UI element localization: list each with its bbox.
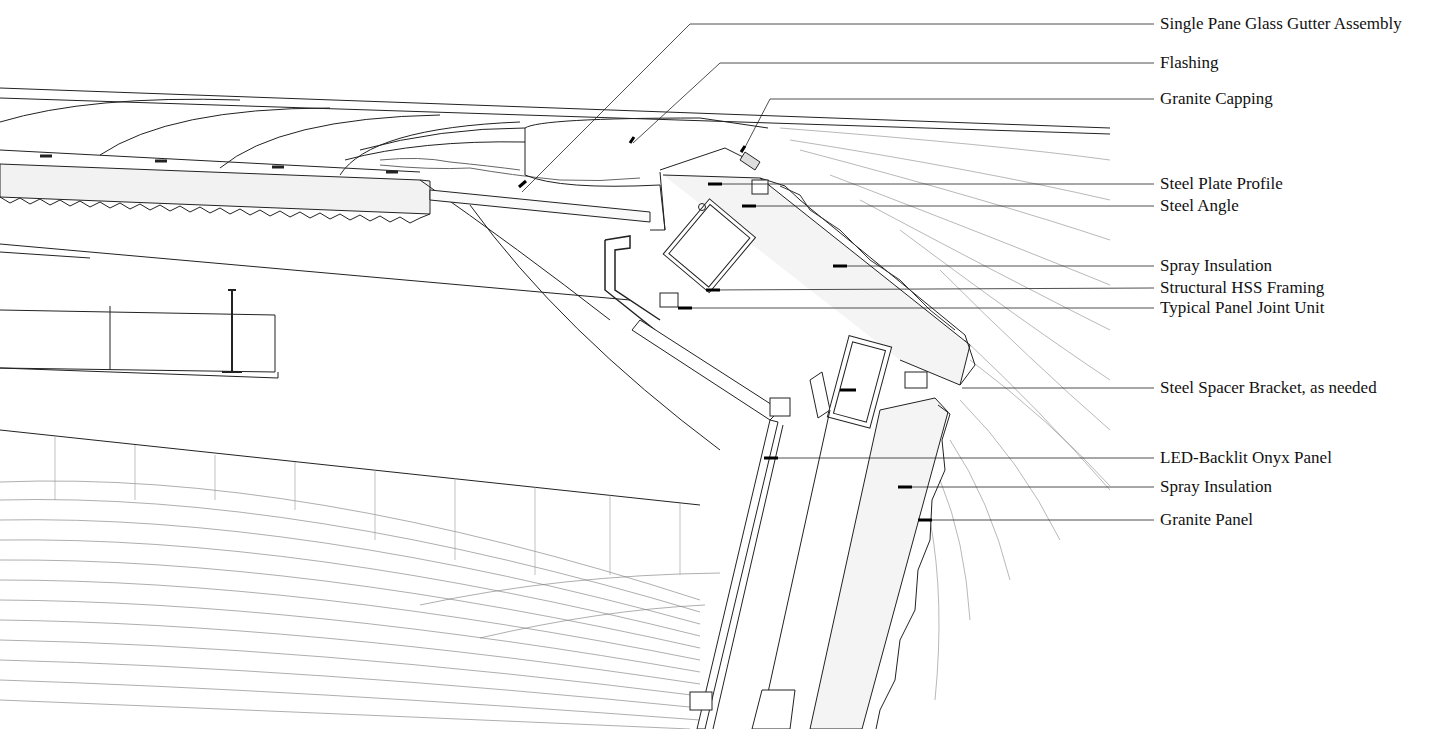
roof: [0, 88, 1110, 575]
callout-label: Spray Insulation: [1158, 477, 1274, 497]
callout-label: Granite Capping: [1158, 89, 1275, 109]
landform-contours: [0, 481, 720, 729]
callout-label: Single Pane Glass Gutter Assembly: [1158, 14, 1404, 34]
callout-label: Spray Insulation: [1158, 256, 1274, 276]
callout-label: Structural HSS Framing: [1158, 278, 1326, 298]
callout-label: Steel Spacer Bracket, as needed: [1158, 378, 1379, 398]
callout-label: Granite Panel: [1158, 510, 1255, 530]
callout-label: LED-Backlit Onyx Panel: [1158, 448, 1334, 468]
callout-label: Flashing: [1158, 53, 1221, 73]
wall-assembly: [632, 175, 975, 428]
callout-label: Steel Angle: [1158, 196, 1241, 216]
callout-label: Typical Panel Joint Unit: [1158, 298, 1327, 318]
callout-label: Steel Plate Profile: [1158, 174, 1285, 194]
leader-ticks: [519, 137, 932, 520]
gutter-assembly: [345, 118, 768, 330]
wall-assembly: [690, 398, 950, 729]
leader-lines: [522, 24, 1154, 520]
